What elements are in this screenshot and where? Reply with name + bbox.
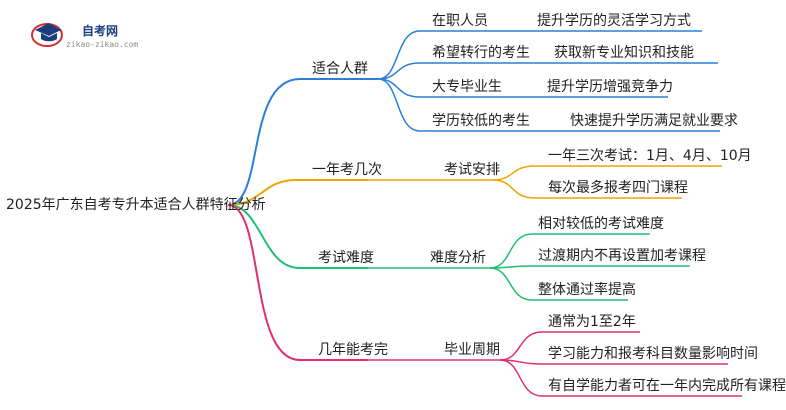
logo-subtitle: zikao-zikao.com xyxy=(66,40,139,49)
link-root-difficulty xyxy=(227,204,368,269)
link-difficulty-leaf-3 xyxy=(489,267,628,301)
branch-label-exams: 一年考几次 xyxy=(312,162,382,178)
link-crowd-4 xyxy=(377,78,520,132)
link-duration-leaf-2 xyxy=(499,359,728,365)
link-root-exams xyxy=(227,179,368,206)
link-root-crowd xyxy=(227,78,378,206)
difficulty-leaf: 相对较低的考试难度 xyxy=(538,216,664,232)
duration-leaf: 有自学能力者可在一年内完成所有课程 xyxy=(548,378,786,394)
difficulty-sub-label: 难度分析 xyxy=(430,250,486,266)
difficulty-leaf: 过渡期内不再设置加考课程 xyxy=(538,248,706,264)
link-exams-leaf-2 xyxy=(492,179,682,199)
link-root-duration xyxy=(227,204,368,361)
link-difficulty-leaf-2 xyxy=(489,265,690,269)
exams-sub-label: 考试安排 xyxy=(444,162,500,178)
crowd-item-detail: 快速提升学历满足就业要求 xyxy=(570,113,738,129)
link-duration-leaf-3 xyxy=(499,359,742,397)
link-difficulty-leaf-1 xyxy=(489,233,650,269)
duration-leaf: 通常为1至2年 xyxy=(548,314,636,330)
graduation-cap-icon xyxy=(31,23,63,47)
link-crowd-3 xyxy=(377,78,503,98)
crowd-item-label: 在职人员 xyxy=(432,13,488,29)
link-exams-leaf-1 xyxy=(492,165,722,181)
difficulty-leaf: 整体通过率提高 xyxy=(538,282,636,298)
duration-leaf: 学习能力和报考科目数量影响时间 xyxy=(548,346,758,362)
crowd-item-label: 大专毕业生 xyxy=(432,79,502,95)
crowd-item-label: 希望转行的考生 xyxy=(432,45,530,61)
branch-label-duration: 几年能考完 xyxy=(318,342,388,358)
link-duration-leaf-1 xyxy=(499,331,640,361)
link-crowd-2 xyxy=(377,62,520,80)
exams-leaf: 一年三次考试：1月、4月、10月 xyxy=(548,148,752,164)
crowd-item-detail: 提升学历增强竞争力 xyxy=(547,79,673,95)
root-topic: 2025年广东自考专升本适合人群特征分析 xyxy=(6,197,266,213)
site-logo: 自考网 zikao-zikao.com xyxy=(30,18,170,52)
branch-label-difficulty: 考试难度 xyxy=(318,250,374,266)
link-crowd-1 xyxy=(377,30,488,80)
exams-leaf: 每次最多报考四门课程 xyxy=(548,180,688,196)
mindmap-connectors xyxy=(227,30,742,397)
crowd-item-label: 学历较低的考生 xyxy=(432,113,530,129)
crowd-item-detail: 提升学历的灵活学习方式 xyxy=(537,13,691,29)
crowd-item-detail: 获取新专业知识和技能 xyxy=(554,45,694,61)
branch-label-crowd: 适合人群 xyxy=(312,61,368,77)
duration-sub-label: 毕业周期 xyxy=(444,342,500,358)
logo-title: 自考网 xyxy=(82,24,119,38)
